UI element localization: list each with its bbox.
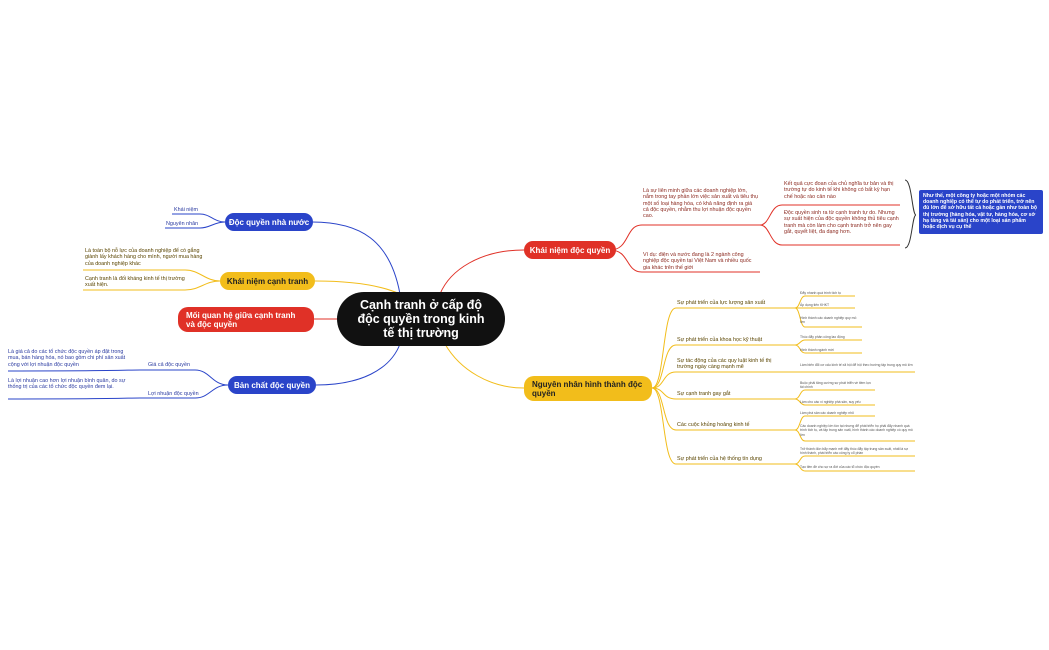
leaf-loi-nhuan-detail[interactable]: Là lợi nhuận cao hơn lợi nhuận bình quân… <box>8 378 126 391</box>
detail-pha-san-suy-yeu[interactable]: Làm cho các xí nghiệp phá sản, suy yếu <box>800 400 861 404</box>
detail-pha-san-doanh-nghiep-nho[interactable]: Làm phá sản các doanh nghiệp nhỏ <box>800 411 854 415</box>
leaf-gia-ca-doc-quyen[interactable]: Giá cả độc quyền <box>148 362 190 368</box>
detail-phan-cong-lao-dong[interactable]: Thúc đẩy phân công lao động <box>800 335 845 339</box>
topic-label: Khái niệm độc quyền <box>529 245 611 255</box>
detail-nganh-moi[interactable]: Hình thành ngành mới <box>800 348 834 352</box>
leaf-khoa-hoc-ky-thuat[interactable]: Sự phát triển của khoa học kỹ thuật <box>677 337 763 343</box>
leaf-luc-luong-san-xuat[interactable]: Sự phát triển của lực lượng sản xuất <box>677 300 766 306</box>
leaf-nguyen-nhan[interactable]: Nguyên nhân <box>166 221 199 227</box>
leaf-gia-ca-detail[interactable]: Là giá cả do các tổ chức độc quyền áp đặ… <box>8 349 126 368</box>
topic-label: Khái niệm cạnh tranh <box>226 276 309 286</box>
topic-ban-chat-doc-quyen[interactable]: Bản chất độc quyền <box>228 376 316 394</box>
leaf-canh-tranh-note[interactable]: Cạnh tranh là đối kháng kinh tế thị trườ… <box>85 276 185 289</box>
detail-don-bay-tin-dung[interactable]: Trở thành đòn bẩy mạnh mẽ đẩy thúc đẩy t… <box>800 447 909 456</box>
detail-tiem-luc-tai-chinh[interactable]: Buộc phải tăng cường sự phát triển về ti… <box>800 381 872 390</box>
topic-label: Độc quyền nhà nước <box>228 217 310 227</box>
topic-label: Nguyên nhân hình thành độc quyền <box>532 379 643 398</box>
root-topic[interactable]: Cạnh tranh ở cấp độ độc quyền trong kinh… <box>337 292 505 346</box>
leaf-loi-nhuan-doc-quyen[interactable]: Lợi nhuận độc quyền <box>148 391 199 397</box>
leaf-doc-quyen-sinh-ra[interactable]: Độc quyền sinh ra từ cạnh tranh tự do. N… <box>784 210 899 235</box>
leaf-ket-qua-cuc-doan[interactable]: Kết quả cực đoan của chủ nghĩa tư bản và… <box>784 181 894 200</box>
leaf-canh-tranh-gay-gat[interactable]: Sự cạnh tranh gay gắt <box>677 391 731 397</box>
detail-ap-dung-khkt[interactable]: Áp dụng tiến KHKT <box>800 303 830 307</box>
topic-khai-niem-doc-quyen[interactable]: Khái niệm độc quyền <box>524 241 616 259</box>
leaf-khai-niem[interactable]: Khái niệm <box>174 207 198 213</box>
callout-note[interactable]: Như thế, một công ty hoặc một nhóm các d… <box>919 190 1043 234</box>
detail-tich-tu[interactable]: Đẩy nhanh quá trình tích tụ <box>800 291 841 295</box>
leaf-khung-hoang-kinh-te[interactable]: Các cuộc khủng hoảng kinh tế <box>677 422 750 428</box>
leaf-canh-tranh-definition[interactable]: Là toàn bộ nỗ lực của doanh nghiệp để có… <box>85 248 203 267</box>
topic-label: Mối quan hệ giữa cạnh tranh và độc quyền <box>186 310 296 329</box>
topic-moi-quan-he[interactable]: Mối quan hệ giữa cạnh tranh và độc quyền <box>178 307 314 332</box>
leaf-doc-quyen-definition[interactable]: Là sự liên minh giữa các doanh nghiệp lớ… <box>643 188 759 220</box>
callout-text: Như thế, một công ty hoặc một nhóm các d… <box>923 193 1038 231</box>
topic-label: Bản chất độc quyền <box>234 380 311 390</box>
leaf-doc-quyen-example[interactable]: Ví dụ: điện và nước đang là 2 ngành công… <box>643 252 752 271</box>
detail-tien-de[interactable]: Tạo tiền đề cho sự ra đời của các tổ chứ… <box>800 465 880 469</box>
detail-doanh-nghiep-ton-tai[interactable]: Các doanh nghiệp lớn tồn tại nhưng để ph… <box>800 424 913 437</box>
detail-co-cau-kinh-te[interactable]: Làm biến đổi cơ cấu kinh tế xã hội để hộ… <box>800 363 913 367</box>
topic-nguyen-nhan[interactable]: Nguyên nhân hình thành độc quyền <box>524 376 652 401</box>
topic-khai-niem-canh-tranh[interactable]: Khái niệm cạnh tranh <box>220 272 315 290</box>
leaf-quy-luat-kinh-te[interactable]: Sự tác động của các quy luật kinh tế thị… <box>677 358 772 371</box>
leaf-he-thong-tin-dung[interactable]: Sự phát triển của hệ thống tín dụng <box>677 456 762 462</box>
topic-doc-quyen-nha-nuoc[interactable]: Độc quyền nhà nước <box>225 213 313 231</box>
detail-doanh-nghiep-lon[interactable]: Hình thành các doanh nghiệp quy mô lớn <box>800 316 857 325</box>
root-topic-label: Cạnh tranh ở cấp độ độc quyền trong kinh… <box>357 298 485 340</box>
